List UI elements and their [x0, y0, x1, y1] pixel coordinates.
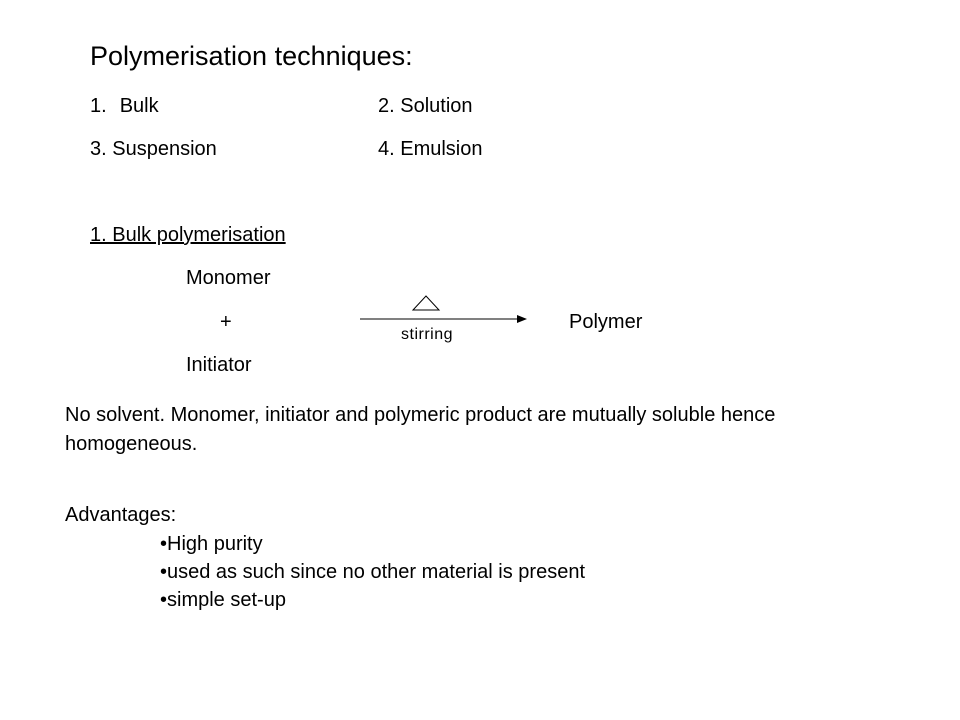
reactant-initiator: Initiator — [186, 354, 252, 376]
reaction-arrow — [360, 295, 527, 323]
technique-item-bulk: 1. Bulk — [90, 94, 159, 118]
technique-label: Bulk — [119, 95, 159, 117]
section-heading: 1. Bulk polymerisation — [90, 224, 286, 246]
list-item: •used as such since no other material is… — [160, 561, 585, 583]
technique-item-suspension: 3. Suspension — [90, 138, 217, 160]
technique-item-solution: 2. Solution — [378, 95, 473, 117]
technique-item-emulsion: 4. Emulsion — [378, 138, 483, 160]
triangle-heat-icon — [411, 295, 441, 311]
reaction-condition: stirring — [401, 326, 454, 343]
description-paragraph: No solvent. Monomer, initiator and polym… — [65, 404, 776, 455]
advantages-heading: Advantages: — [65, 504, 177, 526]
advantages-list: •High purity •used as such since no othe… — [160, 530, 585, 614]
list-item: •simple set-up — [160, 589, 286, 611]
reactant-monomer: Monomer — [186, 267, 271, 289]
arrowhead-icon — [517, 315, 527, 323]
plus-sign: + — [220, 311, 232, 333]
page-title: Polymerisation techniques: — [90, 41, 413, 71]
list-item: •High purity — [160, 533, 263, 555]
technique-number: 1. — [90, 95, 107, 117]
product-polymer: Polymer — [569, 311, 643, 333]
